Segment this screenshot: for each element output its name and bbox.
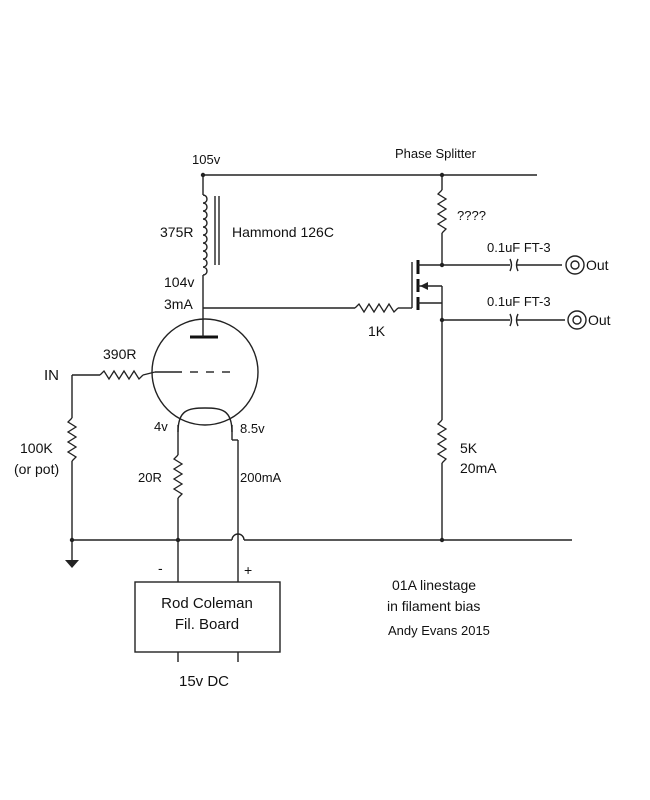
choke-inductor (202, 175, 220, 323)
bias-resistor-label: 20R (138, 470, 162, 485)
drain-resistor (436, 175, 448, 268)
title-line1: 01A linestage (392, 577, 476, 593)
triode-tube (151, 318, 259, 445)
plate-current-label: 3mA (164, 296, 193, 312)
board-name-line1: Rod Coleman (161, 595, 253, 612)
input-label: IN (44, 367, 59, 384)
choke-resistance-label: 375R (160, 224, 193, 240)
choke-name-label: Hammond 126C (232, 224, 334, 240)
filament-left-voltage-label: 4v (154, 419, 168, 434)
title-line2: in filament bias (387, 598, 480, 614)
b-plus-label: 105v (192, 152, 221, 167)
cap-bottom-label: 0.1uF FT-3 (487, 294, 551, 309)
output-capacitor-bottom (442, 313, 565, 327)
output-capacitor-top (442, 258, 562, 272)
output-jack-bottom (567, 310, 587, 330)
ground-rail (72, 533, 572, 543)
gate-resistor-label: 1K (368, 323, 386, 339)
plate-voltage-label: 104v (164, 274, 194, 290)
filament-board (134, 581, 281, 662)
filament-right-voltage-label: 8.5v (240, 421, 265, 436)
supply-label: 15v DC (179, 673, 229, 690)
source-resistor (436, 303, 448, 540)
load-current-label: 20mA (460, 460, 497, 476)
grid-resistor-label: 390R (103, 346, 136, 362)
plate-to-gate-wire (203, 302, 412, 314)
output-jack-top (565, 255, 585, 275)
out-bottom-label: Out (588, 312, 611, 328)
author-label: Andy Evans 2015 (388, 623, 490, 638)
input-resistor (66, 375, 78, 540)
bias-resistor (172, 445, 184, 582)
input-resistor-label: 100K (20, 440, 53, 456)
phase-splitter-label: Phase Splitter (395, 146, 477, 161)
minus-label: - (158, 560, 163, 576)
mosfet (411, 260, 443, 310)
b-plus-rail (200, 172, 537, 178)
ground-symbol (65, 537, 79, 568)
filament-current-label: 200mA (240, 470, 282, 485)
load-resistor-label: 5K (460, 440, 478, 456)
board-name-line2: Fil. Board (175, 616, 239, 633)
grid-stopper-resistor (72, 369, 156, 381)
out-top-label: Out (586, 257, 609, 273)
plus-label: + (244, 562, 252, 578)
cap-top-label: 0.1uF FT-3 (487, 240, 551, 255)
input-resistor-alt-label: (or pot) (14, 461, 59, 477)
drain-resistor-label: ???? (457, 208, 486, 223)
